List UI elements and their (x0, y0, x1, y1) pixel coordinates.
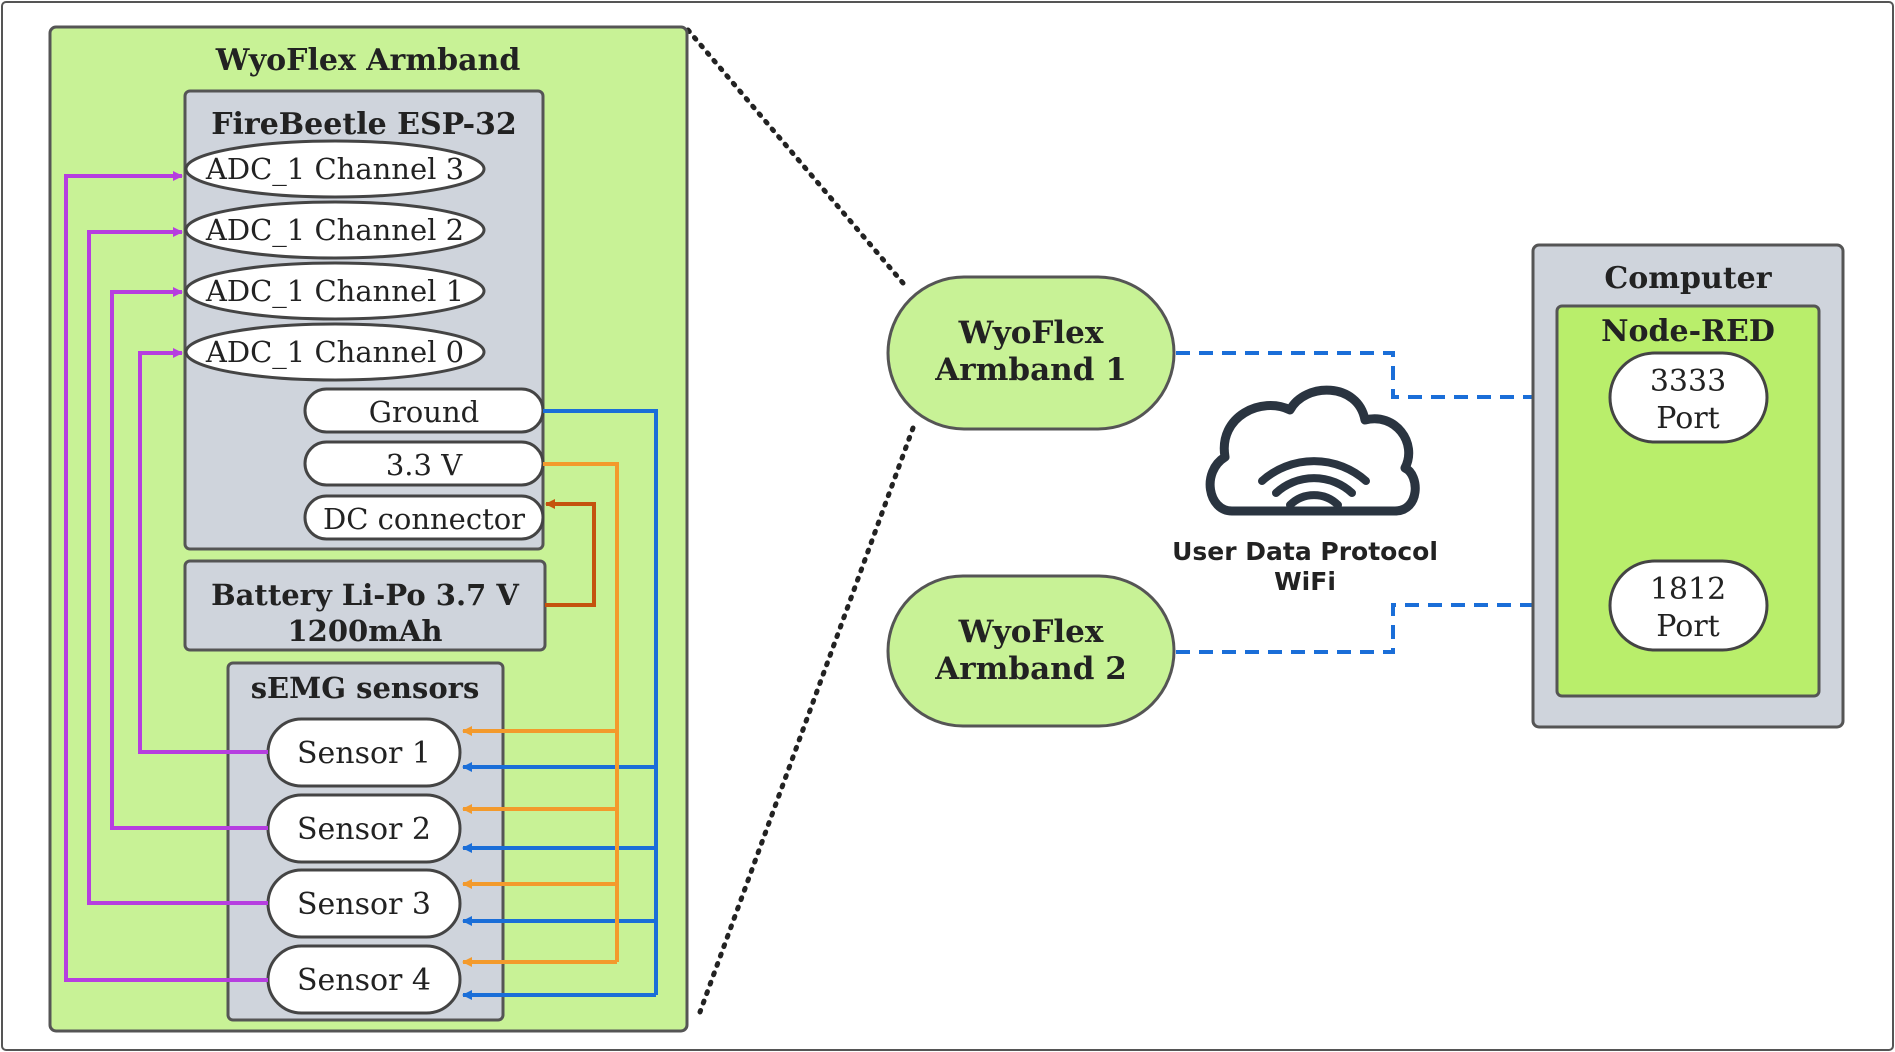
port-label: Port (1656, 609, 1719, 644)
port-number: 3333 (1650, 364, 1726, 399)
ground-wires (462, 409, 658, 1000)
port-number: 1812 (1650, 572, 1726, 607)
vcc-pin-label: 3.3 V (386, 448, 463, 482)
sensor-label: Sensor 2 (297, 812, 431, 847)
sensor-label: Sensor 3 (297, 887, 431, 922)
signal-wires (64, 171, 268, 982)
adc-channel-label: ADC_1 Channel 0 (205, 335, 464, 370)
wire-sensor1-to-ch0 (138, 348, 268, 754)
sensor-1: Sensor 1 (266, 717, 462, 788)
device-2-line1: WyoFlex (958, 614, 1104, 650)
port-label: Port (1656, 401, 1719, 436)
ground-pin: Ground (303, 387, 545, 434)
battery-line1: Battery Li-Po 3.7 V (211, 578, 519, 612)
sensor-label: Sensor 4 (297, 963, 431, 998)
armband-panel: WyoFlex Armband FireBeetle ESP-32 ADC_1 … (48, 25, 689, 1033)
wire-sensor2-to-ch1 (110, 287, 268, 830)
device-1-line2: Armband 1 (934, 352, 1127, 388)
wifi-cloud-icon (1205, 385, 1420, 516)
adc-channel-label: ADC_1 Channel 3 (205, 152, 464, 187)
device-armband-2: WyoFlex Armband 2 (886, 574, 1176, 728)
node-red-box: Node-RED 3333 Port 1812 Port (1555, 304, 1821, 698)
device-1-line1: WyoFlex (958, 315, 1104, 351)
wire-sensor3-to-ch2 (87, 227, 268, 905)
battery-box: Battery Li-Po 3.7 V 1200mAh (183, 559, 547, 652)
ground-bus (543, 409, 658, 995)
sensor-label: Sensor 1 (297, 736, 431, 771)
network-protocol-label: User Data Protocol (1172, 537, 1438, 566)
adc-channel-label: ADC_1 Channel 1 (205, 274, 464, 309)
computer-title: Computer (1604, 261, 1772, 296)
mcu-title: FireBeetle ESP-32 (211, 107, 517, 142)
adc-channel-0: ADC_1 Channel 0 (184, 322, 486, 382)
node-red-title: Node-RED (1601, 314, 1775, 349)
udp-link-2 (1176, 599, 1606, 654)
sensor-4: Sensor 4 (266, 944, 462, 1015)
sensor-2: Sensor 2 (266, 793, 462, 864)
zoom-line-bottom (697, 425, 916, 1015)
adc-channel-2: ADC_1 Channel 2 (184, 200, 486, 260)
dc-connector-pin: DC connector (303, 494, 545, 541)
network-medium-label: WiFi (1274, 567, 1336, 596)
power-wires (462, 462, 619, 967)
computer-box: Computer Node-RED 3333 Port 1812 Port (1531, 243, 1845, 729)
battery-line2: 1200mAh (288, 614, 443, 648)
udp-link-1 (1176, 351, 1606, 403)
dc-connector-label: DC connector (323, 502, 525, 536)
port-3333: 3333 Port (1608, 351, 1769, 444)
wire-sensor4-to-ch3 (64, 171, 268, 982)
adc-channel-label: ADC_1 Channel 2 (205, 213, 464, 248)
adc-channel-1: ADC_1 Channel 1 (184, 261, 486, 321)
armband-title: WyoFlex Armband (215, 43, 521, 78)
battery-to-dc-wire (545, 499, 596, 607)
sensor-3: Sensor 3 (266, 868, 462, 939)
ground-pin-label: Ground (369, 395, 479, 429)
device-2-line2: Armband 2 (934, 651, 1127, 687)
power-bus (543, 462, 619, 962)
sensors-title: sEMG sensors (251, 671, 480, 705)
adc-channel-3: ADC_1 Channel 3 (184, 139, 486, 199)
sensors-box: sEMG sensors Sensor 1 Sensor 2 Sensor 3 … (226, 661, 505, 1022)
port-1812: 1812 Port (1608, 559, 1769, 652)
device-armband-1: WyoFlex Armband 1 (886, 275, 1176, 431)
vcc-pin: 3.3 V (303, 440, 545, 487)
mcu-box: FireBeetle ESP-32 ADC_1 Channel 3 ADC_1 … (183, 89, 545, 551)
